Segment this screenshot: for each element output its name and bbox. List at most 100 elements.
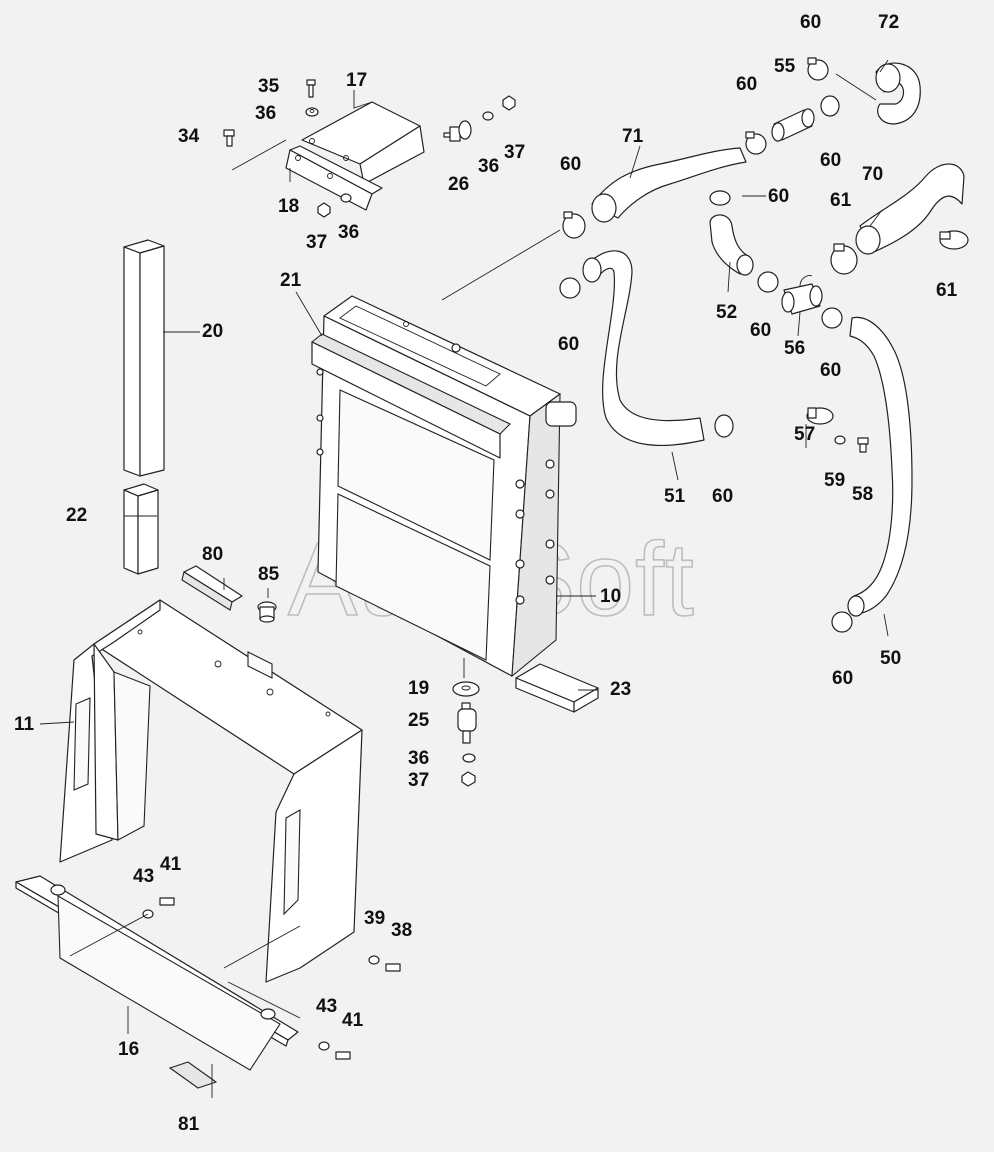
part-37-nut-c (461, 771, 476, 787)
callout-35: 35 (258, 76, 280, 97)
part-58-bolt (857, 437, 869, 453)
part-37-nut-a (502, 95, 516, 111)
callout-37: 37 (504, 142, 525, 163)
callouts: 35 17 36 34 26 36 37 18 37 36 21 20 22 8… (14, 12, 958, 1135)
callout-57: 57 (794, 424, 815, 445)
callout-21: 21 (280, 270, 302, 291)
callout-60: 60 (750, 320, 771, 341)
part-56-pipe (781, 275, 823, 315)
callout-60: 60 (768, 186, 789, 207)
callout-43: 43 (133, 866, 154, 887)
part-35-bolt (306, 79, 316, 98)
part-17-bracket (285, 101, 425, 211)
callout-18: 18 (278, 196, 299, 217)
part-36-nut-d (462, 753, 476, 763)
callout-23: 23 (610, 679, 631, 700)
part-36-nut-b (482, 111, 494, 121)
part-11-shroud (59, 599, 363, 983)
part-37-nut-b (317, 202, 331, 218)
part-20-foam-strip (123, 239, 165, 477)
part-59-washer (834, 435, 846, 445)
callout-52: 52 (716, 302, 737, 323)
callout-50: 50 (880, 648, 901, 669)
part-55-pipe (771, 108, 815, 142)
part-21-seal-bar (310, 333, 511, 459)
part-39-washer (368, 955, 380, 965)
part-60-clamp-j (831, 611, 853, 633)
part-71-hose (591, 147, 747, 223)
part-19-washer (452, 681, 480, 697)
part-60-clamp-h (821, 307, 843, 329)
callout-22: 22 (66, 505, 87, 526)
part-60-clamp-f (559, 277, 581, 299)
leader-lines (39, 59, 889, 1098)
part-38-bolt (385, 963, 401, 972)
callout-34: 34 (178, 126, 200, 147)
callout-60: 60 (712, 486, 733, 507)
part-23-block (515, 663, 599, 713)
part-43-washer-b (318, 1041, 330, 1051)
part-60-clamp-g (757, 271, 779, 293)
callout-60: 60 (560, 154, 581, 175)
part-61-clamp-a (830, 243, 858, 275)
callout-19: 19 (408, 678, 429, 699)
callout-37: 37 (306, 232, 327, 253)
callout-17: 17 (346, 70, 367, 91)
callout-56: 56 (784, 338, 805, 359)
part-72-hose (875, 62, 921, 125)
callout-37: 37 (408, 770, 429, 791)
callout-55: 55 (774, 56, 796, 77)
callout-39: 39 (364, 908, 385, 929)
part-26-mount (443, 120, 472, 142)
callout-70: 70 (862, 164, 883, 185)
part-81-pad (168, 1061, 218, 1089)
callout-11: 11 (14, 714, 35, 735)
callout-60: 60 (800, 12, 821, 33)
callout-80: 80 (202, 544, 223, 565)
callout-59: 59 (824, 470, 845, 491)
callout-61: 61 (936, 280, 958, 301)
callout-41: 41 (160, 854, 182, 875)
part-60-clamp-c (820, 95, 840, 117)
part-80-strip (181, 565, 243, 611)
part-57-clamp (806, 407, 834, 425)
callout-60: 60 (820, 360, 841, 381)
part-10-radiator (316, 295, 577, 678)
callout-71: 71 (622, 126, 644, 147)
part-36-nut-top (305, 107, 319, 117)
part-85-plug (257, 601, 277, 623)
part-41-bolt-a (159, 897, 175, 906)
part-25-mount (457, 702, 477, 744)
callout-51: 51 (664, 486, 686, 507)
callout-81: 81 (178, 1114, 200, 1135)
part-22-foam-strip (123, 483, 159, 575)
callout-25: 25 (408, 710, 430, 731)
callout-36: 36 (255, 103, 276, 124)
callout-61: 61 (830, 190, 852, 211)
part-61-clamp-b (939, 230, 969, 250)
part-34-bolt (223, 129, 235, 147)
callout-60: 60 (820, 150, 841, 171)
callout-41: 41 (342, 1010, 364, 1031)
part-50-hose (847, 316, 913, 617)
callout-36: 36 (478, 156, 499, 177)
part-16-plate (15, 875, 299, 1071)
callout-36: 36 (408, 748, 429, 769)
callout-60: 60 (736, 74, 757, 95)
part-60-clamp-e (709, 190, 731, 206)
callout-60: 60 (558, 334, 579, 355)
part-51-hose (582, 250, 705, 446)
part-70-hose (855, 163, 965, 255)
callout-20: 20 (202, 321, 223, 342)
callout-38: 38 (391, 920, 412, 941)
part-52-hose (709, 214, 754, 276)
callout-10: 10 (600, 586, 621, 607)
callout-58: 58 (852, 484, 873, 505)
part-60-clamp-b (745, 131, 767, 155)
part-41-bolt-b (335, 1051, 351, 1060)
part-60-clamp-a (807, 57, 829, 81)
callout-36: 36 (338, 222, 359, 243)
callout-72: 72 (878, 12, 899, 33)
